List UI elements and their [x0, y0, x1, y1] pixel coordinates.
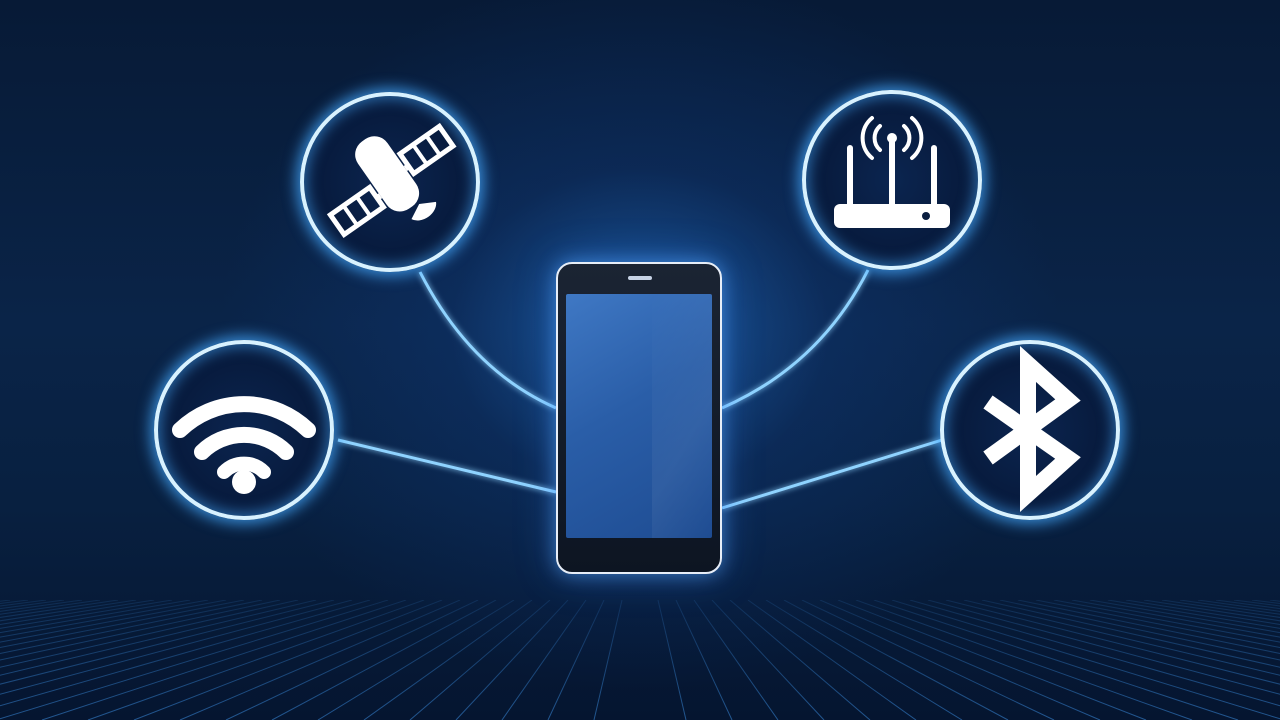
connection-line-wifi	[337, 438, 557, 494]
bluetooth-node	[940, 340, 1120, 520]
satellite-node	[300, 92, 480, 272]
connection-line-satellite	[418, 271, 557, 410]
wifi-icon	[172, 396, 316, 494]
grid-floor	[0, 600, 1280, 720]
bluetooth-icon	[983, 346, 1081, 512]
connection-line-bluetooth	[721, 438, 943, 510]
router-icon	[834, 116, 950, 228]
router-node	[802, 90, 982, 270]
connection-line-router	[721, 269, 870, 410]
phone-speaker	[628, 276, 652, 280]
wifi-node	[154, 340, 334, 520]
smartphone	[556, 262, 722, 574]
phone-screen	[566, 294, 712, 538]
satellite-icon	[326, 122, 457, 239]
